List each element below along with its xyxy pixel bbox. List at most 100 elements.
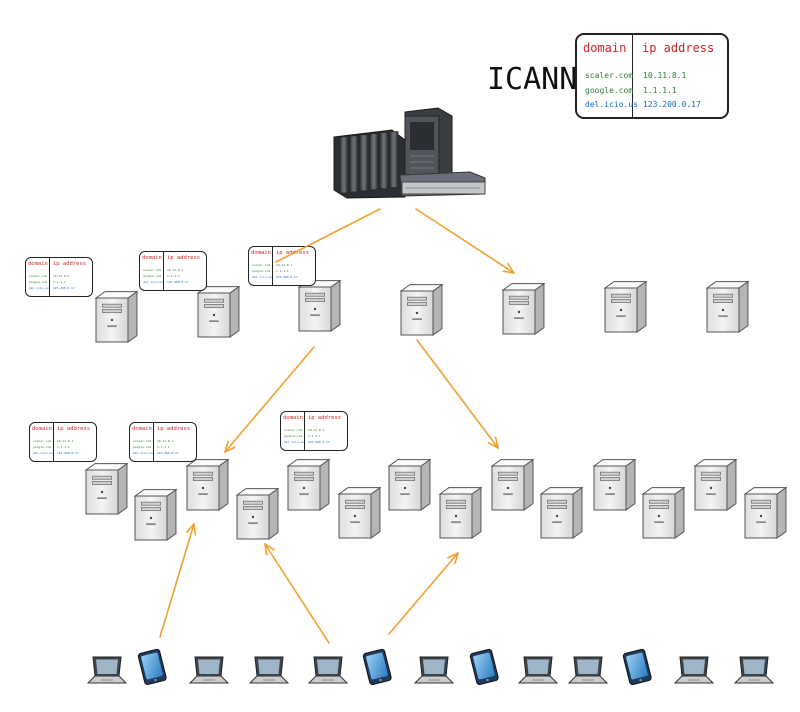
- ip-column-header: ip address: [308, 415, 342, 421]
- cached-dns-table: domain ip address scaler.com google.com …: [248, 246, 316, 286]
- domain-cell: google.com: [133, 445, 152, 449]
- domain-cell: scaler.com: [284, 428, 303, 432]
- domain-cell: del.icio.us: [33, 451, 53, 455]
- tower-server-icon: [185, 458, 230, 511]
- cached-dns-table: domain ip address scaler.com google.com …: [25, 257, 93, 297]
- ip-column-header: ip address: [53, 261, 87, 267]
- laptop-icon: [413, 656, 455, 684]
- smartphone-icon: [469, 648, 499, 686]
- tower-server-icon: [84, 462, 129, 515]
- domain-cell: scaler.com: [252, 263, 271, 267]
- tower-server-icon: [641, 486, 686, 539]
- table-divider: [49, 258, 50, 296]
- ip-cell: 10.11.8.1: [308, 428, 325, 432]
- laptop-icon: [307, 656, 349, 684]
- smartphone-icon: [622, 648, 652, 686]
- ip-cell: 10.11.8.1: [276, 263, 293, 267]
- ip-cell: 1.1.1.1: [308, 434, 321, 438]
- tower-server-icon: [539, 486, 584, 539]
- rack-server-cluster-icon: [333, 107, 486, 199]
- ip-cell: 123.200.0.17: [167, 280, 189, 284]
- laptop-icon: [567, 656, 609, 684]
- tower-server-icon: [705, 280, 750, 333]
- domain-cell: scaler.com: [585, 71, 634, 80]
- cached-dns-table: domain ip address scaler.com google.com …: [29, 422, 97, 462]
- domain-column-header: domain: [283, 415, 303, 421]
- domain-column-header: domain: [28, 261, 48, 267]
- ip-cell: 1.1.1.1: [643, 86, 677, 95]
- domain-cell: google.com: [252, 269, 271, 273]
- ip-column-header: ip address: [157, 426, 191, 432]
- domain-cell: del.icio.us: [143, 280, 163, 284]
- tower-server-icon: [133, 488, 178, 541]
- tower-server-icon: [286, 458, 331, 511]
- table-divider: [632, 35, 633, 117]
- ip-cell: 123.200.0.17: [276, 275, 298, 279]
- ip-cell: 10.11.8.1: [53, 274, 70, 278]
- domain-cell: google.com: [585, 86, 634, 95]
- root-label: ICANN: [487, 62, 578, 97]
- domain-cell: scaler.com: [29, 274, 48, 278]
- laptop-icon: [517, 656, 559, 684]
- tower-server-icon: [743, 486, 788, 539]
- ip-cell: 10.11.8.1: [57, 439, 74, 443]
- domain-cell: del.icio.us: [29, 286, 49, 290]
- domain-cell: scaler.com: [33, 439, 52, 443]
- cached-dns-table: domain ip address scaler.com google.com …: [280, 411, 348, 451]
- laptop-icon: [248, 656, 290, 684]
- cached-dns-table: domain ip address scaler.com google.com …: [129, 422, 197, 462]
- ip-cell: 123.200.0.17: [53, 286, 75, 290]
- tower-server-icon: [603, 280, 648, 333]
- ip-cell: 1.1.1.1: [53, 280, 66, 284]
- ip-column-header: ip address: [167, 255, 201, 261]
- tower-server-icon: [235, 487, 280, 540]
- domain-cell: google.com: [33, 445, 52, 449]
- table-divider: [272, 247, 273, 285]
- laptop-icon: [188, 656, 230, 684]
- domain-column-header: domain: [32, 426, 52, 432]
- table-divider: [53, 423, 54, 461]
- domain-cell: scaler.com: [143, 268, 162, 272]
- domain-cell: del.icio.us: [284, 440, 304, 444]
- query-arrow: [416, 339, 499, 449]
- domain-column-header: domain: [132, 426, 152, 432]
- laptop-icon: [673, 656, 715, 684]
- ip-cell: 123.200.0.17: [157, 451, 179, 455]
- tower-server-icon: [399, 283, 444, 336]
- domain-column-header: domain: [583, 41, 627, 55]
- domain-cell: del.icio.us: [585, 100, 638, 109]
- ip-cell: 10.11.8.1: [167, 268, 184, 272]
- tower-server-icon: [337, 486, 382, 539]
- client-devices-layer: [86, 648, 775, 686]
- query-arrow: [224, 346, 315, 453]
- tower-server-icon: [438, 486, 483, 539]
- ip-cell: 123.200.0.17: [643, 100, 701, 109]
- tower-server-icon: [387, 458, 432, 511]
- ip-column-header: ip address: [642, 41, 715, 55]
- domain-column-header: domain: [251, 250, 271, 256]
- tower-server-icon: [693, 458, 738, 511]
- domain-cell: scaler.com: [133, 439, 152, 443]
- query-arrow: [388, 552, 459, 635]
- domain-cell: google.com: [284, 434, 303, 438]
- ip-cell: 10.11.8.1: [643, 71, 687, 80]
- domain-cell: del.icio.us: [133, 451, 153, 455]
- laptop-icon: [86, 656, 128, 684]
- smartphone-icon: [362, 648, 392, 686]
- domain-cell: del.icio.us: [252, 275, 272, 279]
- ip-cell: 1.1.1.1: [157, 445, 170, 449]
- query-arrow: [264, 543, 330, 644]
- root-dns-table: domain ip address scaler.com google.com …: [575, 33, 729, 119]
- laptop-icon: [733, 656, 775, 684]
- ip-column-header: ip address: [276, 250, 310, 256]
- tower-server-icon: [592, 458, 637, 511]
- cached-dns-table: domain ip address scaler.com google.com …: [139, 251, 207, 291]
- ip-column-header: ip address: [57, 426, 91, 432]
- smartphone-icon: [137, 648, 167, 686]
- query-arrow: [415, 208, 515, 274]
- ip-cell: 123.200.0.17: [308, 440, 330, 444]
- ip-cell: 1.1.1.1: [57, 445, 70, 449]
- query-arrow: [159, 523, 197, 638]
- tower-server-icon: [196, 285, 241, 338]
